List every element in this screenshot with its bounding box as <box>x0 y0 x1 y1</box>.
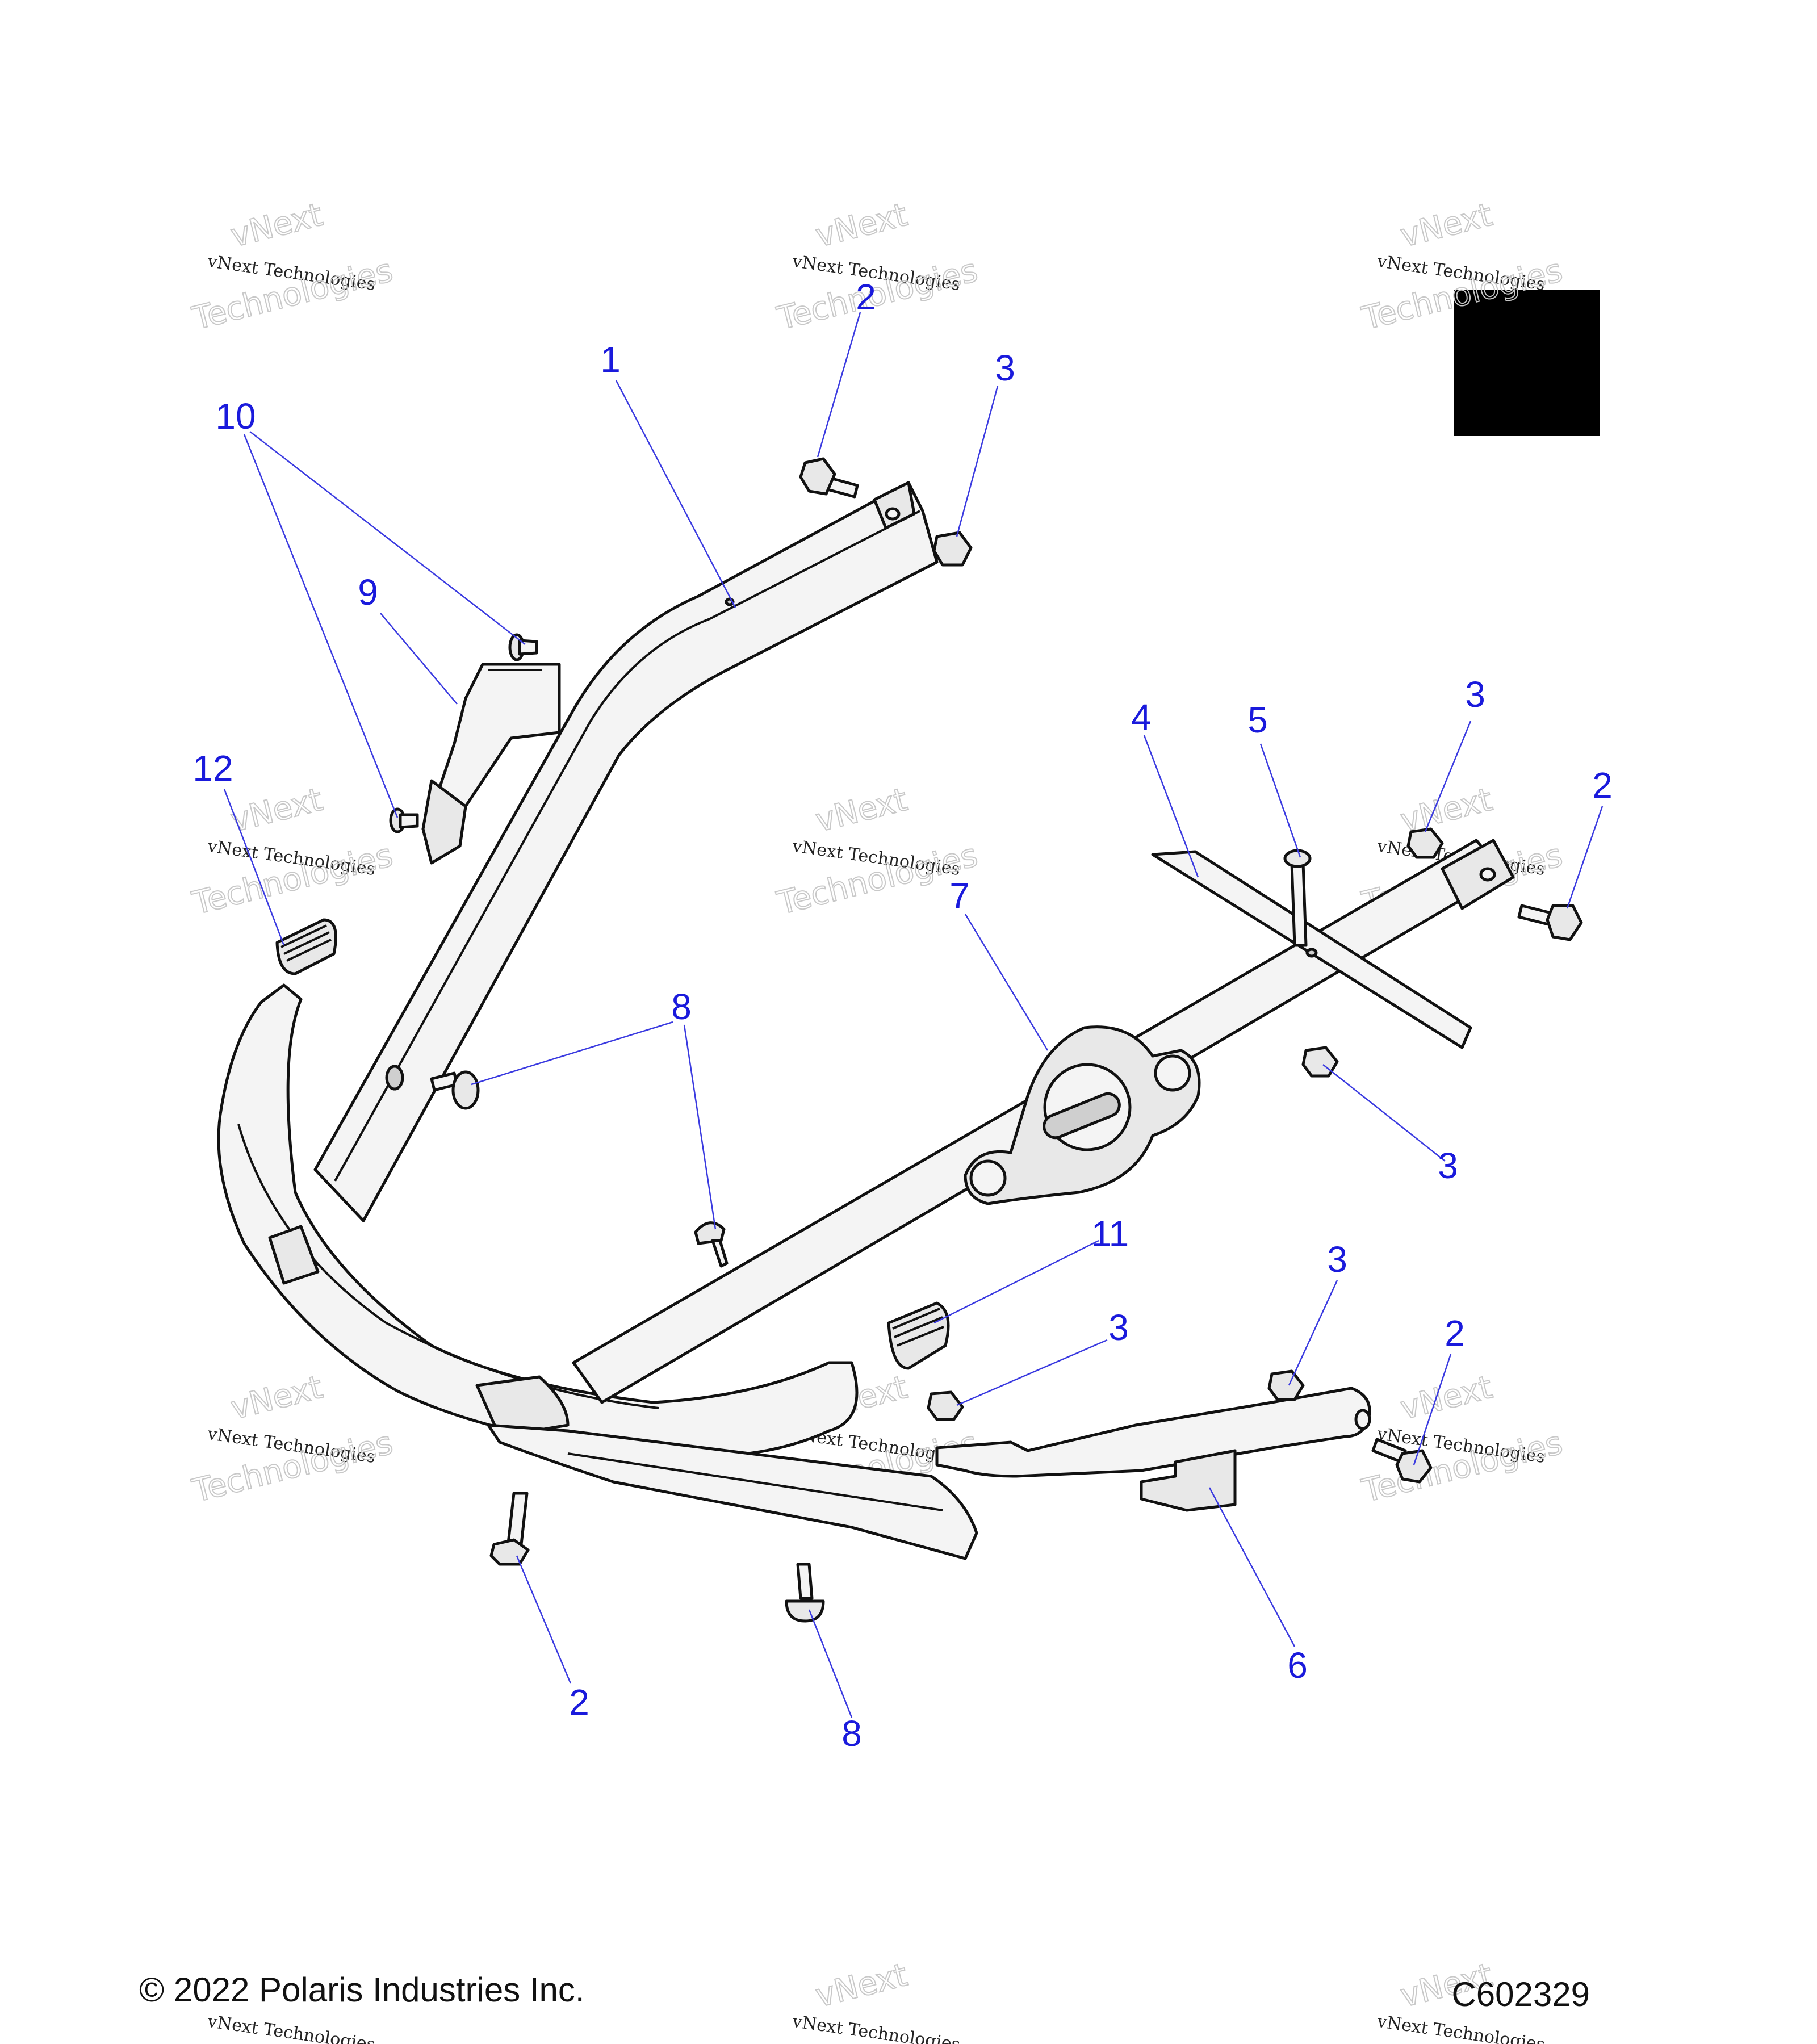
callout-5: 5 <box>1247 700 1268 740</box>
part-10-push-rivets <box>389 633 538 833</box>
part-11-end-plug <box>887 1301 950 1370</box>
leader-2-top <box>817 312 861 458</box>
drawing-number: C602329 <box>1451 1975 1590 2013</box>
leader-2-right <box>1566 806 1604 909</box>
callout-numbers: 1 2 3 10 9 12 4 5 3 2 7 8 3 11 3 3 2 2 8… <box>192 277 1612 1754</box>
callout-4: 4 <box>1131 697 1152 738</box>
leader-9 <box>380 613 458 705</box>
watermark-ghost-top: vNext <box>227 781 326 840</box>
bracket-slot <box>1043 1092 1121 1140</box>
watermark-ghost-top: vNext <box>227 1369 326 1427</box>
leader-lines <box>223 312 1604 1718</box>
callout-2-top: 2 <box>856 277 876 317</box>
watermark-ghost-top: vNext <box>812 781 911 840</box>
part-skid-plate <box>487 1423 978 1560</box>
callout-2-right: 2 <box>1592 765 1613 806</box>
rivet-upper <box>508 633 538 661</box>
part-3-nut-right-low <box>1267 1369 1305 1401</box>
leader-3-top <box>956 386 999 537</box>
watermark-ghost-top: vNext <box>1397 196 1496 255</box>
callout-3-right-low: 3 <box>1327 1239 1347 1280</box>
callout-12: 12 <box>192 748 233 789</box>
part-1-frame-tube <box>313 481 939 1222</box>
tube-bolt-hole <box>885 507 901 521</box>
leader-8-upper <box>471 1021 673 1086</box>
strip-hole <box>1305 948 1318 958</box>
watermark-bl: vNext vNext Technologies Technologies <box>188 1368 397 1510</box>
callout-8-bottom: 8 <box>841 1713 862 1754</box>
part-5-long-bolt <box>1283 849 1318 958</box>
part-8-fastener-middle <box>694 1221 729 1268</box>
watermark-footer-l: vNext Technologies <box>206 2012 376 2044</box>
callout-11: 11 <box>1091 1213 1129 1254</box>
part-8-fastener-upper <box>430 1070 480 1110</box>
part-12-end-plug <box>275 918 337 975</box>
callout-3-right-top: 3 <box>1465 674 1485 715</box>
part-3-nut-right-top <box>1406 827 1444 859</box>
watermark-ghost-top: vNext <box>1397 1369 1496 1427</box>
part-6-hitch-bar <box>935 1387 1371 1512</box>
part-1-bumper-tube <box>217 983 859 1458</box>
watermark-ghost-top: vNext <box>227 196 326 255</box>
watermark-ghost-top: vNext <box>812 1957 911 2015</box>
leader-4 <box>1143 735 1199 878</box>
part-2-bolt-top <box>799 457 859 499</box>
callout-8-upper: 8 <box>671 986 692 1027</box>
watermark-ghost-top: vNext <box>812 196 911 255</box>
tube-rivet-hole <box>385 1065 404 1091</box>
leader-3-right-low <box>1288 1280 1338 1386</box>
leader-11 <box>933 1239 1099 1324</box>
part-3-nut-top <box>932 531 973 567</box>
leader-8-bottom <box>808 1609 853 1718</box>
leader-12 <box>223 789 285 946</box>
leader-3-center <box>956 1339 1108 1406</box>
leader-10-upper <box>249 431 526 645</box>
watermark-text: vNext Technologies <box>1375 2012 1546 2044</box>
leader-1 <box>615 380 736 608</box>
watermark-text: vNext Technologies <box>790 2012 961 2044</box>
leader-3-right-mid <box>1322 1064 1446 1162</box>
leader-3-right-top <box>1424 721 1472 832</box>
cross-member-hole <box>1479 867 1496 882</box>
part-2-bolt-lower-right <box>1371 1438 1433 1484</box>
part-8-fastener-bottom <box>785 1563 825 1623</box>
callout-7: 7 <box>949 876 970 916</box>
watermark-tr: vNext vNext Technologies Technologies <box>1358 196 1567 338</box>
callout-6: 6 <box>1287 1645 1308 1686</box>
callout-3-top: 3 <box>995 347 1015 388</box>
callout-3-center: 3 <box>1108 1307 1129 1348</box>
leader-8-middle <box>683 1024 717 1230</box>
leader-7 <box>964 914 1049 1051</box>
bracket-boss-left <box>969 1159 1007 1197</box>
watermark-text: vNext Technologies <box>206 2012 376 2044</box>
watermark-br: vNext vNext Technologies Technologies <box>1358 1368 1567 1510</box>
callout-3-right-mid: 3 <box>1438 1145 1458 1186</box>
hitch-end-hole <box>1354 1409 1371 1430</box>
part-2-bolt-bottom <box>489 1492 530 1566</box>
leader-10-lower <box>243 434 399 818</box>
callout-2-bottom: 2 <box>569 1682 589 1723</box>
leader-2-bottom <box>516 1555 572 1684</box>
watermark-tl: vNext vNext Technologies Technologies <box>188 196 397 338</box>
callout-9: 9 <box>358 572 378 613</box>
callout-2-lower-right: 2 <box>1445 1313 1465 1354</box>
watermark-tc: vNext vNext Technologies Technologies <box>773 196 982 338</box>
leader-6 <box>1208 1487 1296 1647</box>
callout-10: 10 <box>215 396 256 437</box>
black-block <box>1454 290 1600 436</box>
bolt-head <box>1283 849 1312 868</box>
copyright-text: © 2022 Polaris Industries Inc. <box>139 1971 585 2009</box>
part-3-nut-center <box>927 1390 964 1421</box>
watermark-ml: vNext vNext Technologies Technologies <box>188 781 397 923</box>
callout-1: 1 <box>600 339 621 380</box>
bracket-boss-right <box>1154 1054 1191 1092</box>
rivet-lower <box>389 807 419 833</box>
leader-5 <box>1259 743 1301 858</box>
part-7-mount-bracket <box>964 1025 1201 1205</box>
part-9-holder-bracket <box>421 663 561 865</box>
watermark-footer-c: vNext vNext Technologies <box>790 1956 961 2044</box>
leader-2-lower-right <box>1413 1354 1452 1465</box>
part-2-bolt-right <box>1517 904 1583 941</box>
